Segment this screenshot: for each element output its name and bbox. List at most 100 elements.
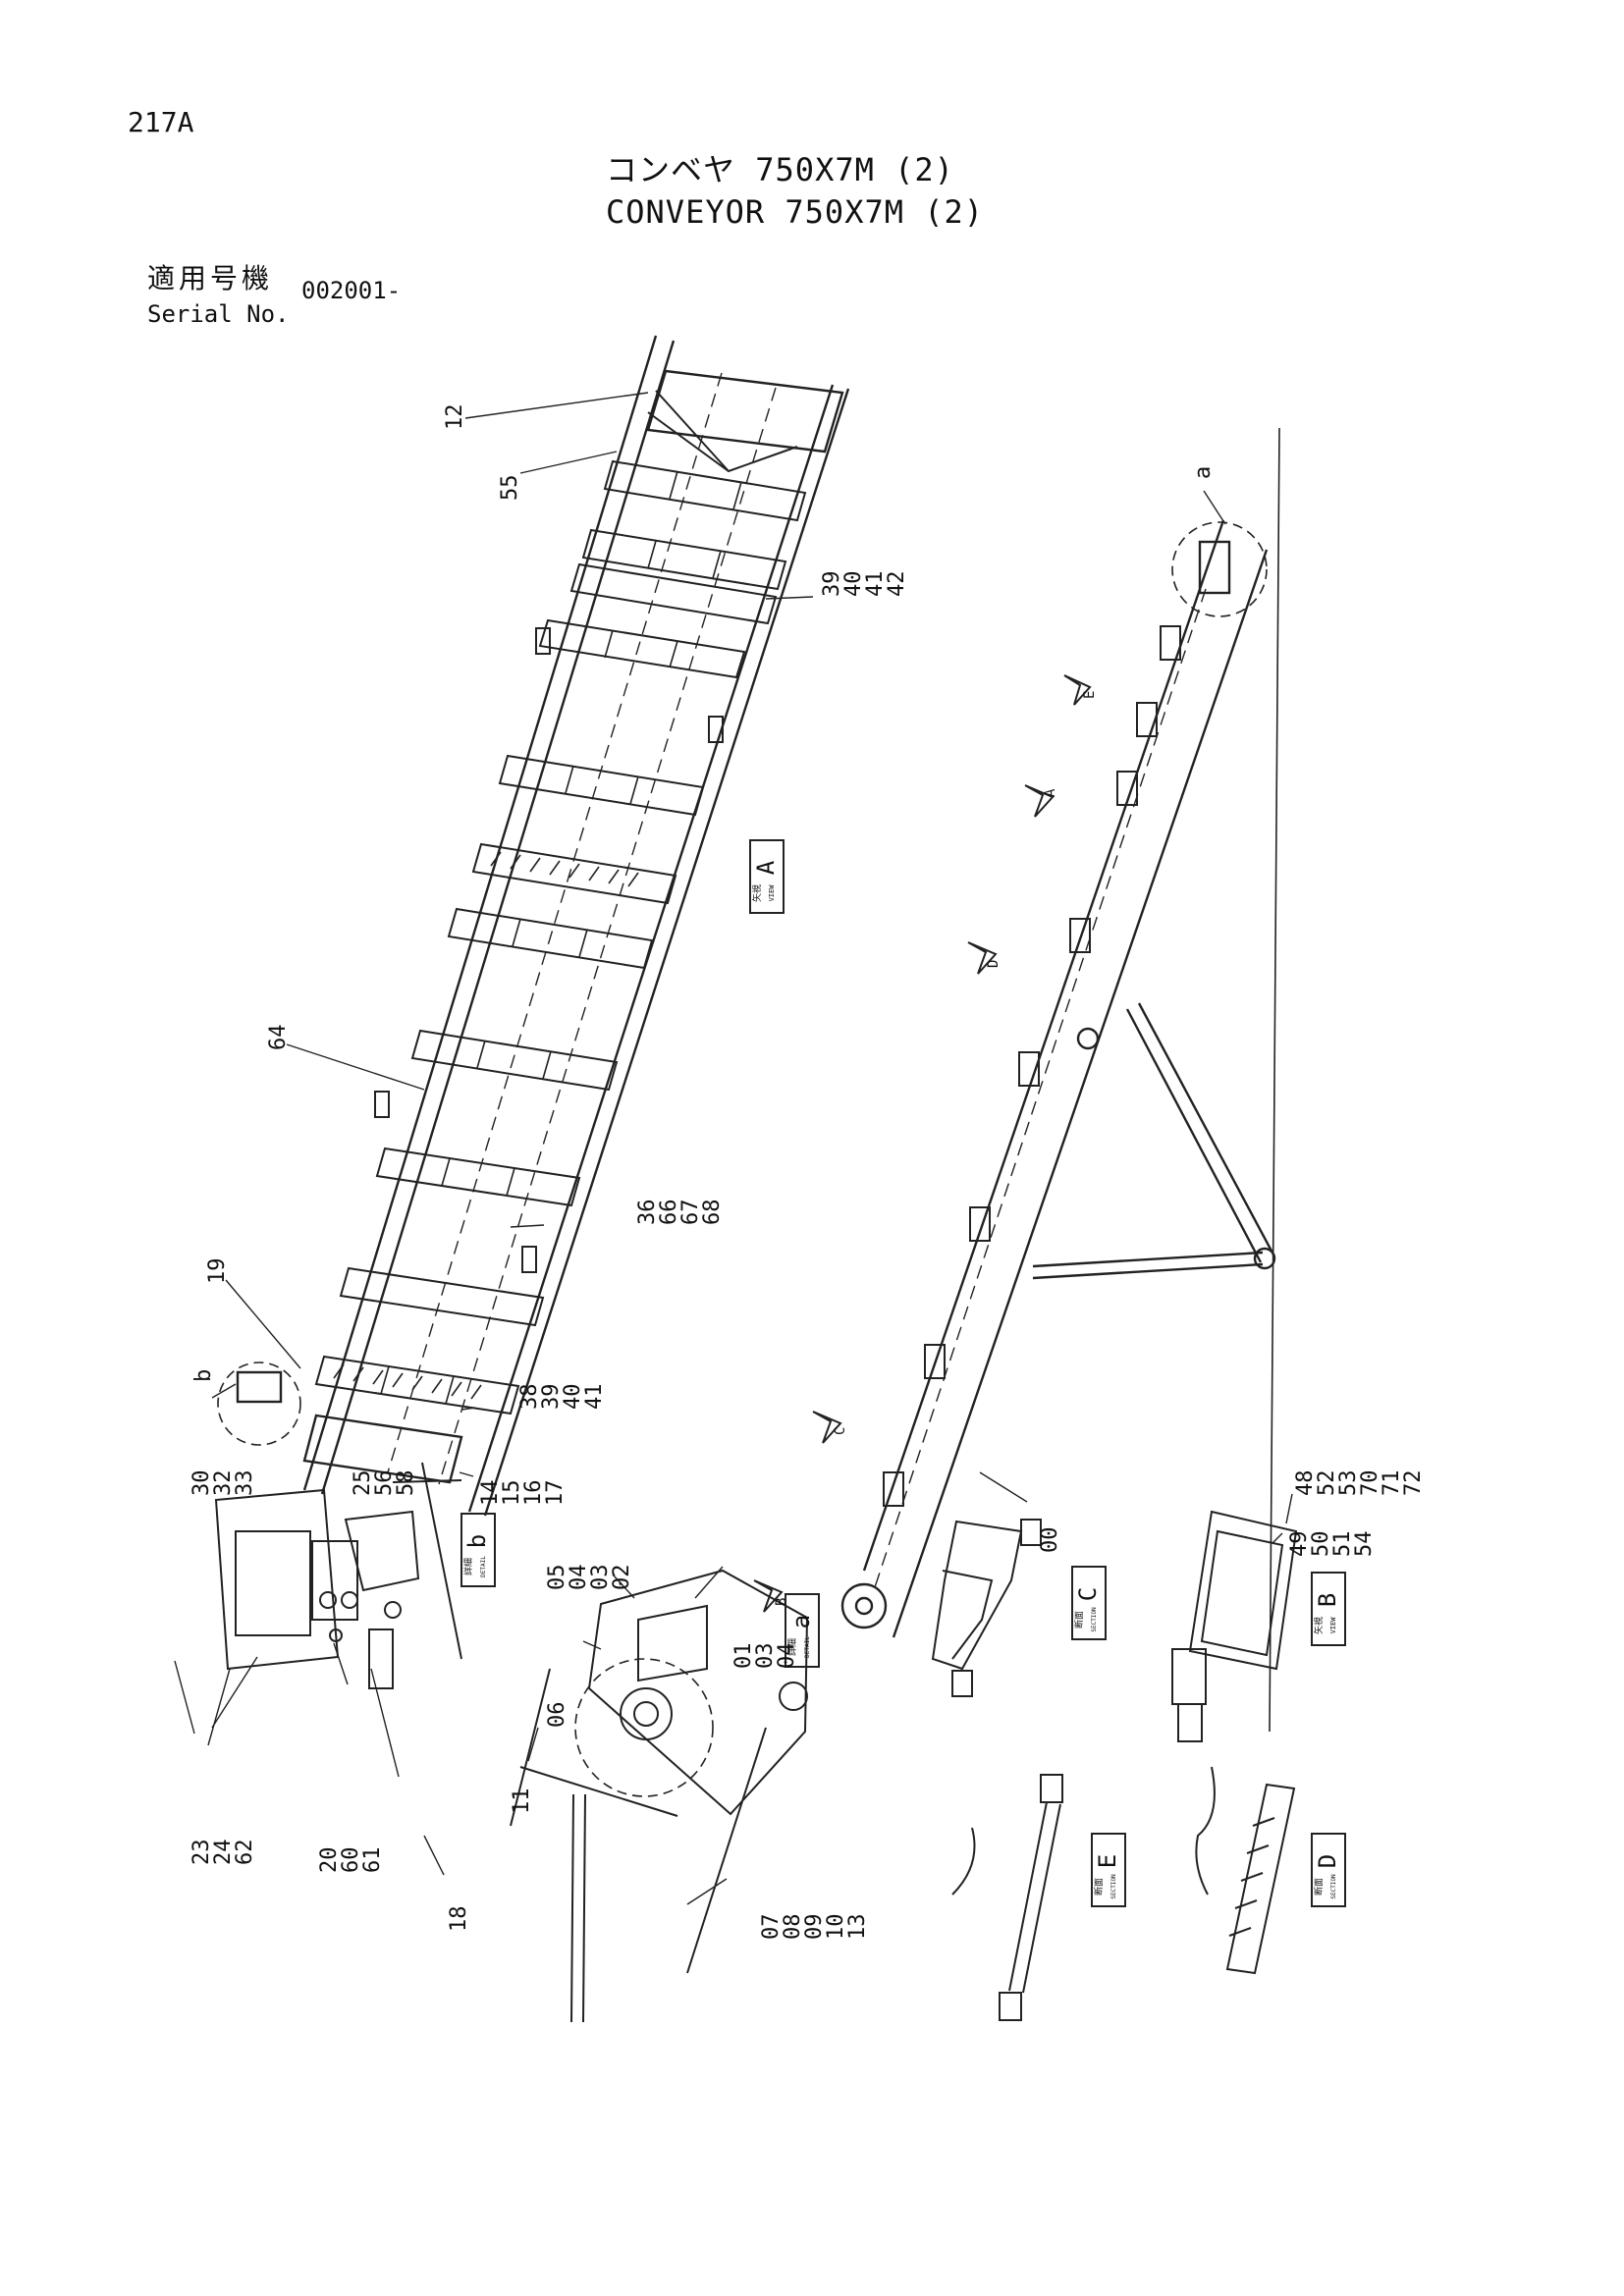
section-e-caption-en: SECTION bbox=[1110, 1874, 1117, 1899]
callout-11: 11 bbox=[510, 1789, 534, 1815]
callout-number: 17 bbox=[543, 1480, 568, 1507]
view-a-box: A 矢視 VIEW bbox=[751, 860, 780, 902]
page-number: 217A bbox=[128, 106, 194, 138]
section-d-label: D bbox=[1314, 1854, 1341, 1868]
marker-a: a bbox=[1191, 466, 1216, 479]
section-d-caption-en: SECTION bbox=[1330, 1874, 1337, 1899]
callout-number: 39 bbox=[539, 1384, 564, 1411]
callout-number: 07 bbox=[759, 1914, 784, 1941]
callout-group-30-33: 30 32 33 bbox=[189, 1470, 257, 1497]
section-e-box: E 断面 SECTION bbox=[1093, 1854, 1121, 1899]
section-c-drawing bbox=[931, 1519, 1042, 1697]
marker-upper-c: C bbox=[833, 1427, 848, 1435]
detail-a-caption-en: DETAIL bbox=[804, 1636, 811, 1658]
callout-group-48-72: 48 52 53 70 71 72 bbox=[1293, 1470, 1426, 1497]
callout-number: 49 bbox=[1287, 1531, 1312, 1558]
callout-number: 72 bbox=[1401, 1470, 1426, 1497]
callout-number: 53 bbox=[1336, 1470, 1361, 1497]
marker-upper-d: D bbox=[986, 960, 1001, 968]
callout-number: 01 bbox=[731, 1643, 756, 1670]
callout-group-05-02: 05 04 03 02 bbox=[545, 1565, 634, 1591]
callout-group-01-04: 01 03 04 bbox=[731, 1643, 799, 1670]
callout-number: 25 bbox=[351, 1470, 375, 1497]
detail-a-drawing bbox=[510, 1569, 809, 2023]
callout-number: 03 bbox=[753, 1643, 778, 1670]
detail-a-box: a 詳細 DETAIL bbox=[786, 1615, 815, 1658]
view-b-caption-en: VIEW bbox=[1329, 1617, 1337, 1634]
callout-00: 00 bbox=[1038, 1527, 1062, 1554]
detail-a-caption-jp: 詳細 bbox=[786, 1638, 798, 1656]
callout-number: 40 bbox=[561, 1384, 585, 1411]
view-b-caption-jp: 矢視 bbox=[1313, 1617, 1325, 1634]
callout-number: 08 bbox=[781, 1914, 805, 1941]
callout-number: 71 bbox=[1380, 1470, 1404, 1497]
callout-number: 51 bbox=[1330, 1531, 1355, 1558]
detail-b-caption-jp: 詳細 bbox=[462, 1558, 474, 1575]
conveyor-plan-view bbox=[217, 335, 850, 1517]
callout-19: 19 bbox=[205, 1258, 230, 1285]
marker-upper-b: B bbox=[774, 1598, 789, 1606]
callout-number: 33 bbox=[233, 1470, 257, 1497]
callout-number: 52 bbox=[1315, 1470, 1339, 1497]
callout-group-39-42: 39 40 41 42 bbox=[820, 571, 909, 598]
section-c-box: C 断面 SECTION bbox=[1073, 1587, 1102, 1632]
callout-number: 13 bbox=[845, 1914, 870, 1941]
section-c-label: C bbox=[1074, 1587, 1102, 1601]
callout-number: 03 bbox=[588, 1565, 613, 1591]
detail-b-caption-en: DETAIL bbox=[480, 1556, 487, 1577]
serial-label-japanese: 適用号機 bbox=[147, 262, 274, 294]
callout-55: 55 bbox=[498, 475, 522, 502]
marker-upper-a: A bbox=[1043, 788, 1058, 797]
callout-number: 41 bbox=[863, 571, 888, 598]
callout-group-23-62: 23 24 62 bbox=[189, 1840, 257, 1866]
section-d-box: D 断面 SECTION bbox=[1313, 1854, 1341, 1899]
callout-number: 02 bbox=[610, 1565, 634, 1591]
callout-group-25-58: 25 56 58 bbox=[351, 1470, 418, 1497]
callout-number: 09 bbox=[802, 1914, 827, 1941]
callout-number: 20 bbox=[317, 1847, 342, 1874]
view-a-caption-jp: 矢視 bbox=[751, 884, 763, 902]
callout-number: 58 bbox=[394, 1470, 418, 1497]
section-e-drawing bbox=[951, 1774, 1063, 2021]
callout-number: 24 bbox=[211, 1840, 236, 1866]
callout-group-38-41: 38 39 40 41 bbox=[517, 1384, 607, 1411]
serial-number-value: 002001- bbox=[301, 277, 402, 304]
callout-number: 41 bbox=[582, 1384, 607, 1411]
conveyor-side-view bbox=[840, 427, 1280, 1733]
callout-number: 60 bbox=[339, 1847, 363, 1874]
view-b-drawing bbox=[1171, 1510, 1298, 1742]
callout-number: 56 bbox=[372, 1470, 397, 1497]
callout-number: 04 bbox=[567, 1565, 591, 1591]
title-japanese: コンベヤ 750X7M (2) bbox=[606, 151, 954, 188]
view-a-caption-en: VIEW bbox=[768, 884, 776, 902]
callout-64: 64 bbox=[266, 1025, 291, 1051]
callout-18: 18 bbox=[447, 1906, 471, 1933]
callout-number: 36 bbox=[635, 1200, 660, 1226]
marker-upper-e: E bbox=[1082, 691, 1098, 699]
callout-number: 68 bbox=[700, 1200, 725, 1226]
marker-b: b bbox=[191, 1369, 216, 1382]
callout-number: 38 bbox=[517, 1384, 542, 1411]
callout-number: 62 bbox=[233, 1840, 257, 1866]
callout-number: 14 bbox=[478, 1480, 503, 1507]
title-english: CONVEYOR 750X7M (2) bbox=[606, 193, 985, 231]
serial-label-english: Serial No. bbox=[147, 300, 290, 328]
detail-b-box: b 詳細 DETAIL bbox=[462, 1534, 491, 1577]
view-a-label: A bbox=[752, 860, 780, 875]
callout-number: 50 bbox=[1309, 1531, 1333, 1558]
section-c-caption-en: SECTION bbox=[1091, 1607, 1098, 1632]
callout-number: 23 bbox=[189, 1840, 214, 1866]
callout-number: 15 bbox=[500, 1480, 524, 1507]
view-b-label: B bbox=[1314, 1593, 1341, 1607]
callout-group-14-17: 14 15 16 17 bbox=[478, 1480, 568, 1507]
section-d-caption-jp: 断面 bbox=[1313, 1878, 1325, 1896]
section-c-caption-jp: 断面 bbox=[1073, 1611, 1085, 1629]
detail-b-label: b bbox=[463, 1534, 491, 1548]
callout-group-36-68: 36 66 67 68 bbox=[635, 1200, 725, 1226]
callout-number: 04 bbox=[775, 1643, 799, 1670]
callout-group-07-13: 07 08 09 10 13 bbox=[759, 1914, 870, 1941]
callout-number: 48 bbox=[1293, 1470, 1318, 1497]
section-e-caption-jp: 断面 bbox=[1093, 1878, 1105, 1896]
callout-06: 06 bbox=[545, 1702, 569, 1729]
